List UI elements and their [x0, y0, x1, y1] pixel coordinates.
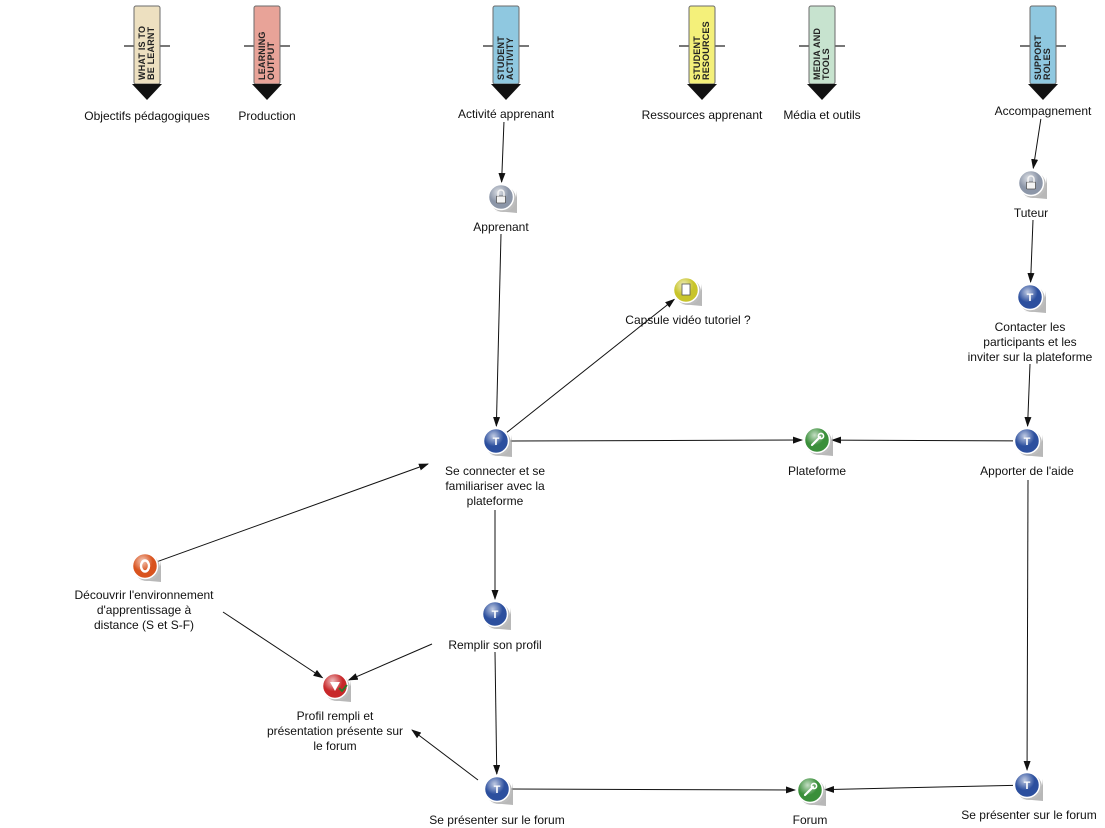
- nodes-layer: T T T T T T: [131, 169, 1048, 807]
- task-icon[interactable]: T: [483, 775, 514, 806]
- svg-text:T: T: [493, 436, 500, 448]
- edges-layer: [158, 118, 1042, 794]
- edge-support-to-tuteur: [1031, 118, 1042, 170]
- tool-wrench-icon[interactable]: [803, 426, 834, 457]
- edge-presenter_a-to-forum: [510, 786, 797, 794]
- column-pointer-icon: [132, 84, 162, 100]
- column-header-media: MEDIA ANDTOOLS: [799, 5, 845, 100]
- columns-layer: WHAT IS TOBE LEARNT LEARNINGOUTPUT STUDENT…: [124, 5, 1066, 100]
- output-icon[interactable]: [321, 672, 352, 703]
- column-pointer-icon: [687, 84, 717, 100]
- node-label-aide: Apporter de l'aide: [980, 464, 1074, 478]
- edge-activity-to-apprenant: [498, 121, 506, 184]
- node-label-presenter_a: Se présenter sur le forum: [429, 813, 565, 827]
- svg-text:T: T: [1024, 780, 1031, 792]
- column-tag-text-activity: STUDENTACTIVITY: [496, 36, 515, 80]
- column-label-support: Accompagnement: [994, 104, 1092, 118]
- column-label-production: Production: [238, 109, 296, 123]
- column-tag-text-support: SUPPORTROLES: [1033, 35, 1052, 80]
- column-pointer-icon: [252, 84, 282, 100]
- task-icon[interactable]: T: [1013, 427, 1044, 458]
- node-label-connecter: Se connecter et se familiariser avec la …: [444, 464, 546, 508]
- edge-profil-to-profil_rempli: [347, 643, 433, 681]
- edge-profil-to-presenter_a: [493, 651, 501, 776]
- edge-aide-to-presenter_t: [1023, 479, 1031, 772]
- node-label-profil: Remplir son profil: [448, 638, 542, 652]
- column-label-activity: Activité apprenant: [457, 107, 555, 121]
- svg-text:T: T: [492, 609, 499, 621]
- task-icon[interactable]: T: [1016, 283, 1047, 314]
- column-header-resources: STUDENTRESOURCES: [679, 5, 725, 100]
- edge-aide-to-plateforme: [830, 436, 1014, 444]
- edge-connecter-to-plateforme: [509, 436, 804, 444]
- objective-icon[interactable]: [131, 552, 162, 583]
- node-label-apprenant: Apprenant: [473, 220, 529, 234]
- column-tag-text-objectives: WHAT IS TOBE LEARNT: [137, 26, 156, 80]
- node-label-plateforme: Plateforme: [787, 464, 847, 478]
- column-label-resources: Ressources apprenant: [641, 108, 763, 122]
- node-label-decouvrir: Découvrir l'environnement d'apprentissag…: [74, 588, 214, 632]
- svg-text:T: T: [494, 784, 501, 796]
- node-label-tuteur: Tuteur: [1013, 206, 1049, 220]
- edge-apprenant-to-connecter: [493, 233, 502, 428]
- edge-contacter-to-aide: [1024, 363, 1032, 428]
- column-header-objectives: WHAT IS TOBE LEARNT: [124, 5, 170, 100]
- resource-document-icon[interactable]: [672, 276, 703, 307]
- edge-presenter_a-to-profil_rempli: [411, 729, 479, 781]
- task-icon[interactable]: T: [1013, 771, 1044, 802]
- svg-text:T: T: [1027, 292, 1034, 304]
- task-icon[interactable]: T: [481, 600, 512, 631]
- column-header-support: SUPPORTROLES: [1020, 5, 1066, 100]
- edge-connecter-to-capsule: [506, 298, 676, 433]
- node-label-contacter: Contacter les participants et les invite…: [967, 320, 1093, 364]
- node-label-profil_rempli: Profil rempli et présentation présente s…: [266, 709, 404, 753]
- node-label-forum: Forum: [792, 813, 828, 827]
- column-pointer-icon: [1028, 84, 1058, 100]
- edge-decouvrir-to-profil_rempli: [222, 611, 324, 679]
- column-label-objectives: Objectifs pédagogiques: [84, 109, 210, 123]
- svg-text:T: T: [1024, 436, 1031, 448]
- column-tag-text-resources: STUDENTRESOURCES: [692, 21, 711, 80]
- column-header-production: LEARNINGOUTPUT: [244, 5, 290, 100]
- node-label-presenter_t: Se présenter sur le forum: [961, 808, 1097, 822]
- role-lock-icon[interactable]: [487, 183, 518, 214]
- tool-wrench-icon[interactable]: [796, 776, 827, 807]
- edge-presenter_t-to-forum: [823, 784, 1014, 793]
- column-pointer-icon: [491, 84, 521, 100]
- role-lock-icon[interactable]: [1017, 169, 1048, 200]
- column-label-media: Média et outils: [783, 108, 861, 122]
- column-header-activity: STUDENTACTIVITY: [483, 5, 529, 100]
- task-icon[interactable]: T: [482, 427, 513, 458]
- edge-tuteur-to-contacter: [1027, 219, 1035, 284]
- column-tag-text-media: MEDIA ANDTOOLS: [812, 28, 831, 80]
- column-tag-text-production: LEARNINGOUTPUT: [257, 31, 276, 80]
- column-pointer-icon: [807, 84, 837, 100]
- edge-decouvrir-to-connecter: [158, 463, 429, 562]
- node-label-capsule: Capsule vidéo tutoriel ?: [625, 313, 751, 327]
